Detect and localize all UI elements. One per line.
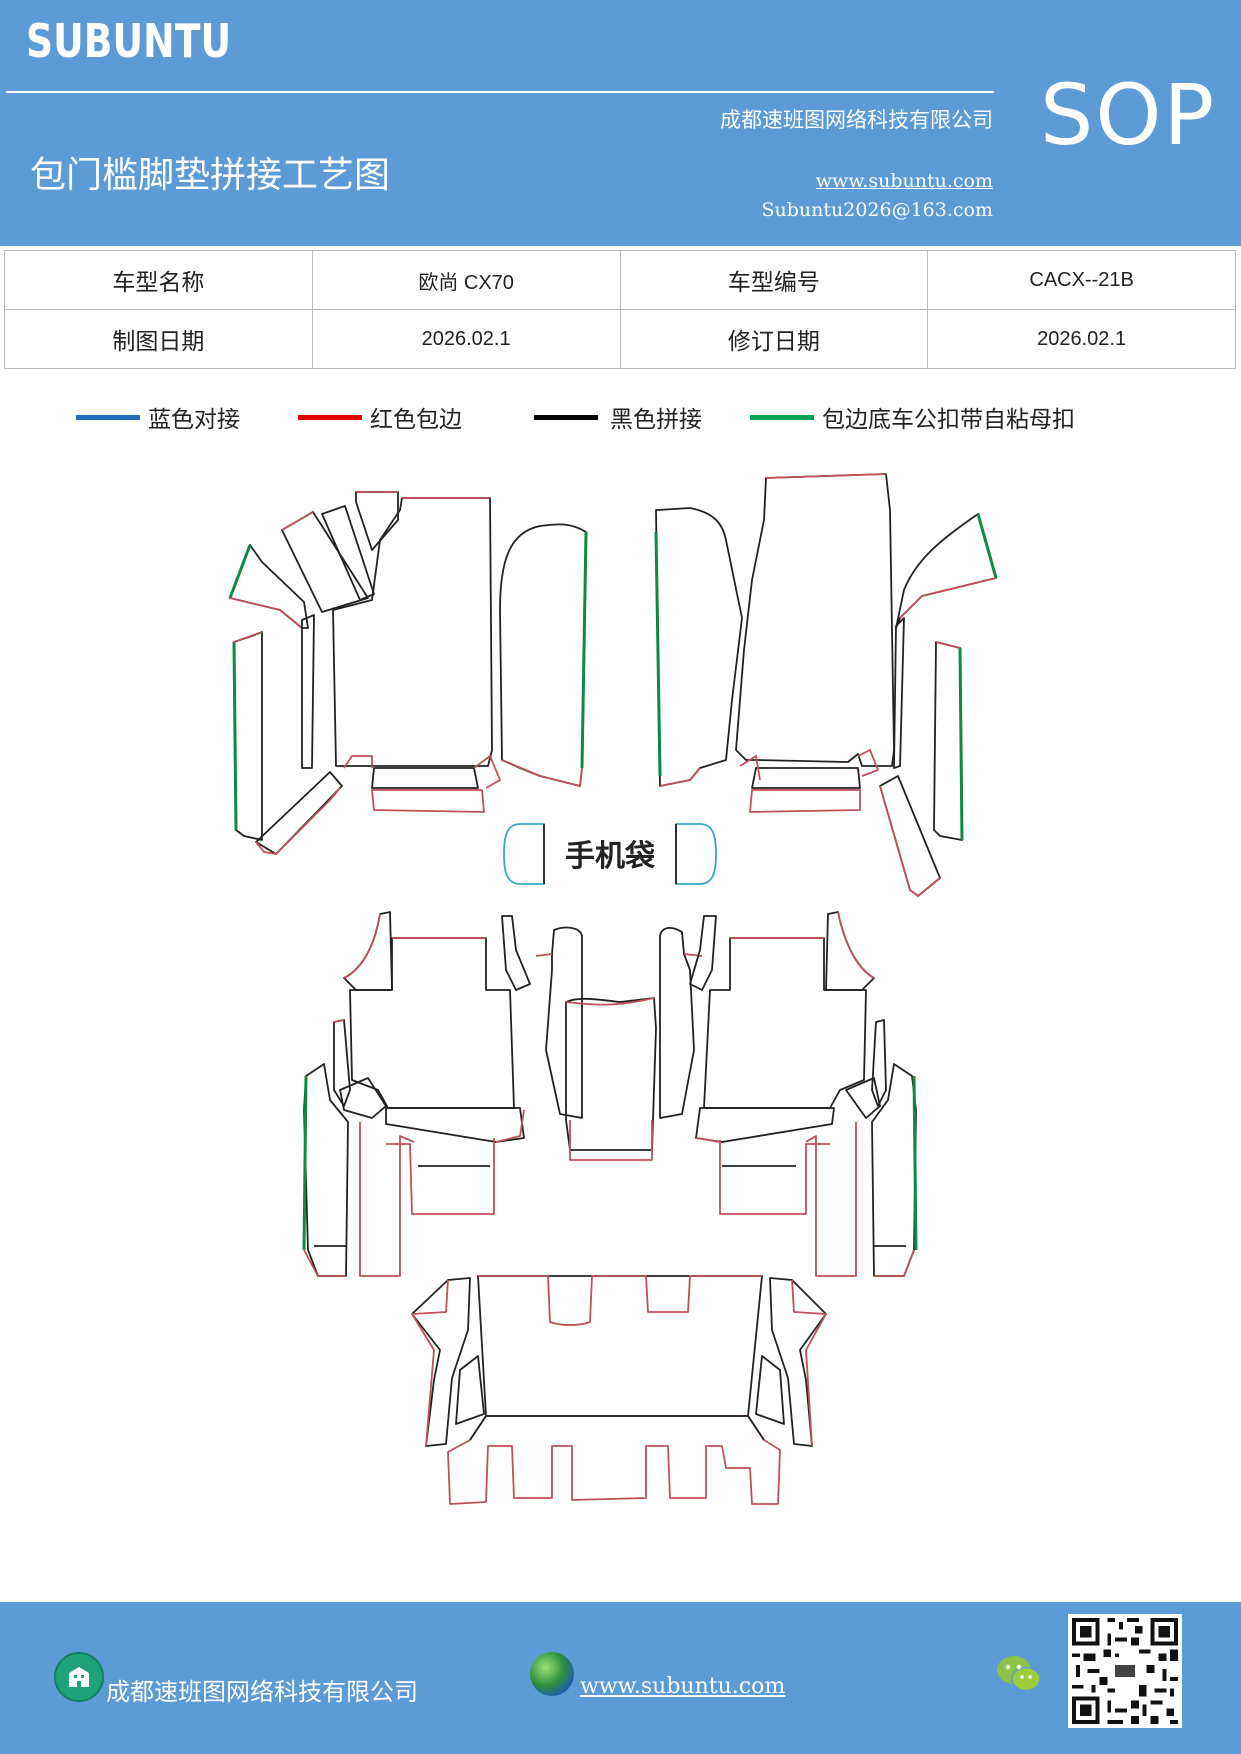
legend-swatch bbox=[750, 414, 814, 420]
legend-item: 包边底车公扣带自粘母扣 bbox=[750, 400, 1075, 434]
company-name: 成都速班图网络科技有限公司 bbox=[720, 108, 993, 132]
floor-mat-drawing: 手机袋 bbox=[228, 473, 998, 1505]
website-link[interactable]: www.subuntu.com bbox=[815, 170, 993, 192]
legend-swatch bbox=[298, 414, 362, 420]
legend-item: 蓝色对接 bbox=[76, 400, 240, 434]
legend-label: 包边底车公扣带自粘母扣 bbox=[822, 407, 1075, 433]
label-cell: 车型名称 bbox=[4, 250, 313, 310]
color-legend: 蓝色对接 红色包边 黑色拼接 包边底车公扣带自粘母扣 bbox=[0, 400, 1241, 440]
legend-swatch bbox=[76, 414, 140, 420]
sop-badge: SOP bbox=[1040, 66, 1217, 164]
value-cell: 2026.02.1 bbox=[927, 309, 1236, 369]
legend-swatch bbox=[534, 414, 598, 420]
building-icon bbox=[54, 1652, 104, 1702]
qr-code bbox=[1068, 1614, 1182, 1728]
footer-company-name: 成都速班图网络科技有限公司 bbox=[106, 1678, 418, 1706]
table-row: 车型名称 欧尚 CX70 车型编号 CACX--21B bbox=[4, 250, 1236, 310]
globe-icon bbox=[530, 1652, 574, 1696]
info-table: 车型名称 欧尚 CX70 车型编号 CACX--21B 制图日期 2026.02… bbox=[4, 250, 1236, 369]
legend-label: 黑色拼接 bbox=[610, 407, 702, 433]
label-cell: 制图日期 bbox=[4, 309, 313, 369]
label-cell: 修订日期 bbox=[619, 309, 929, 369]
header-divider bbox=[6, 91, 994, 93]
document-title: 包门槛脚垫拼接工艺图 bbox=[30, 155, 391, 196]
value-cell: 欧尚 CX70 bbox=[311, 250, 621, 310]
footer-banner: 成都速班图网络科技有限公司 www.subuntu.com bbox=[0, 1602, 1241, 1754]
value-cell: CACX--21B bbox=[927, 250, 1236, 310]
table-row: 制图日期 2026.02.1 修订日期 2026.02.1 bbox=[4, 309, 1236, 369]
footer-website-link[interactable]: www.subuntu.com bbox=[580, 1674, 786, 1699]
legend-label: 红色包边 bbox=[370, 407, 462, 433]
value-cell: 2026.02.1 bbox=[311, 309, 621, 369]
brand-logo: SUBUNTU bbox=[26, 14, 232, 68]
second-row-mats bbox=[302, 911, 918, 1277]
wechat-icon bbox=[997, 1656, 1041, 1692]
phone-pockets bbox=[503, 823, 717, 885]
label-cell: 车型编号 bbox=[619, 250, 929, 310]
header-banner: SUBUNTU 成都速班图网络科技有限公司 包门槛脚垫拼接工艺图 www.sub… bbox=[0, 0, 1241, 246]
legend-item: 黑色拼接 bbox=[534, 400, 702, 434]
phone-pocket-label: 手机袋 bbox=[565, 839, 655, 874]
legend-item: 红色包边 bbox=[298, 400, 462, 434]
front-left-mats bbox=[228, 491, 588, 855]
front-right-mats bbox=[654, 473, 998, 897]
third-row-mats bbox=[411, 1275, 827, 1505]
legend-label: 蓝色对接 bbox=[148, 407, 240, 433]
email-address: Subuntu2026@163.com bbox=[761, 199, 993, 221]
